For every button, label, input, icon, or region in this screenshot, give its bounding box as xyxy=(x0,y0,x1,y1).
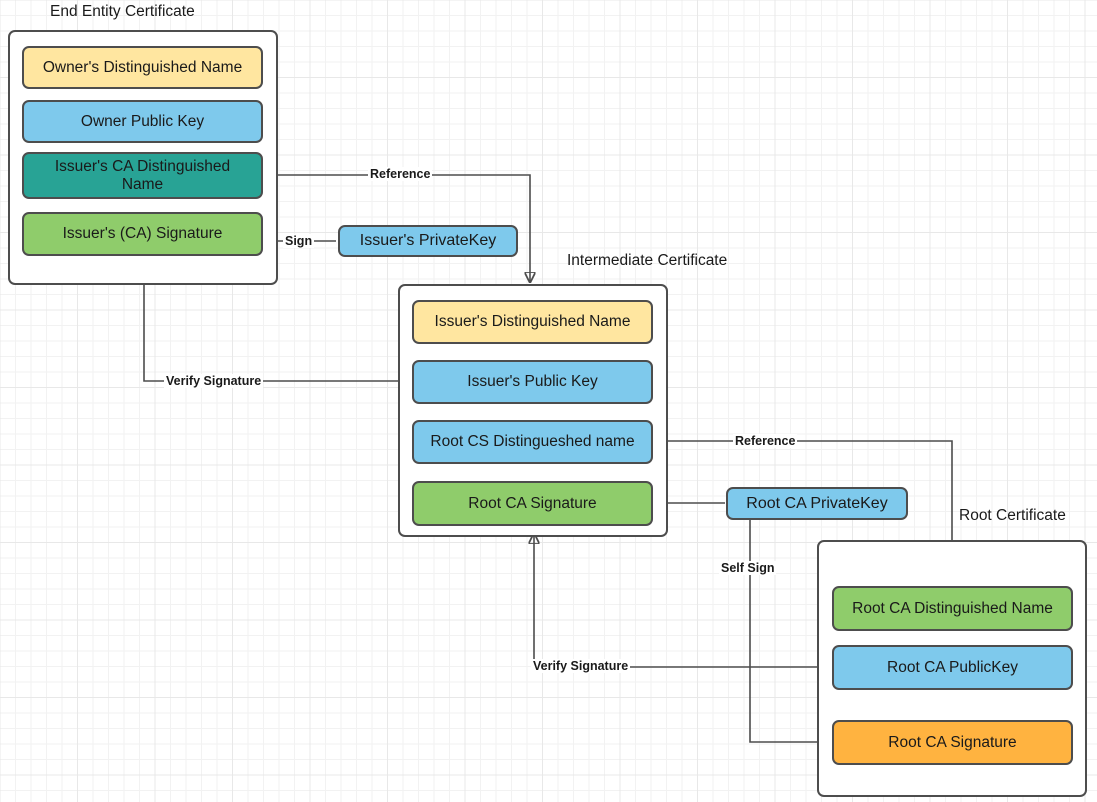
field-owner-public-key[interactable]: Owner Public Key xyxy=(22,100,263,143)
caption-end-entity-certificate: End Entity Certificate xyxy=(50,3,195,20)
field-root-ca-signature-root[interactable]: Root CA Signature xyxy=(832,720,1073,765)
edge-label-self-sign: Self Sign xyxy=(719,561,777,575)
edge-label-reference-2: Reference xyxy=(733,434,798,448)
issuers-privatekey-box[interactable]: Issuer's PrivateKey xyxy=(338,225,518,257)
edge-label-sign: Sign xyxy=(283,234,315,248)
edge-label-verify-signature-2: Verify Signature xyxy=(531,659,631,673)
edge-label-verify-signature-1: Verify Signature xyxy=(164,374,264,388)
field-owners-distinguished-name[interactable]: Owner's Distinguished Name xyxy=(22,46,263,89)
field-issuers-ca-distinguished-name[interactable]: Issuer's CA Distinguished Name xyxy=(22,152,263,199)
field-root-ca-distinguished-name[interactable]: Root CA Distinguished Name xyxy=(832,586,1073,631)
field-issuers-distinguished-name[interactable]: Issuer's Distinguished Name xyxy=(412,300,653,344)
field-root-cs-distingueshed-name[interactable]: Root CS Distingueshed name xyxy=(412,420,653,464)
field-root-ca-publickey[interactable]: Root CA PublicKey xyxy=(832,645,1073,690)
caption-root-certificate: Root Certificate xyxy=(959,507,1066,524)
field-issuers-public-key[interactable]: Issuer's Public Key xyxy=(412,360,653,404)
root-ca-privatekey-box[interactable]: Root CA PrivateKey xyxy=(726,487,908,520)
field-issuers-ca-signature[interactable]: Issuer's (CA) Signature xyxy=(22,212,263,256)
edge-verify-signature-2 xyxy=(534,534,832,668)
caption-intermediate-certificate: Intermediate Certificate xyxy=(567,252,728,269)
edge-label-reference-1: Reference xyxy=(368,167,433,181)
field-root-ca-signature-intermediate[interactable]: Root CA Signature xyxy=(412,481,653,526)
